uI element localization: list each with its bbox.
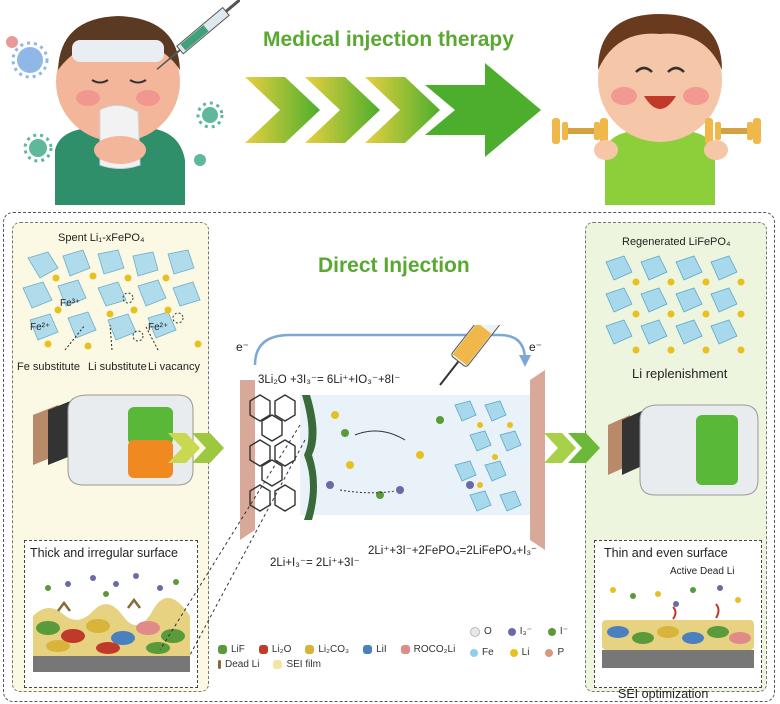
- li-substitute-label: Li substitute: [88, 361, 147, 373]
- direct-injection-frame: [3, 212, 775, 702]
- sei-legend: LiF Li₂O Li₂CO₃ LiI ROCO₂Li Dead Li SEI …: [218, 644, 468, 670]
- legend-item: Dead Li: [218, 659, 259, 670]
- spent-title: Spent Li₁-xFePO₄: [58, 232, 145, 244]
- legend-item: Li: [509, 647, 529, 658]
- sei-optimization-label: SEI optimization: [618, 687, 709, 701]
- legend-item: I⁻: [547, 626, 568, 637]
- li-replenishment-label: Li replenishment: [632, 366, 728, 381]
- thin-sei-illustration: [602, 585, 754, 668]
- fe-substitute-label: Fe substitute: [17, 361, 80, 373]
- regenerated-title: Regenerated LiFePO₄: [622, 236, 731, 248]
- syringe-icon: [439, 325, 515, 386]
- electron-right: e⁻: [529, 340, 543, 354]
- fe3-label: Fe³⁺: [60, 298, 81, 309]
- legend-item: Li₂O: [258, 644, 291, 655]
- equation-1: 3Li₂O +3I₃⁻= 6Li⁺+IO₃⁻+8I⁻: [258, 374, 401, 386]
- left-inset-title: Thick and irregular surface: [30, 546, 178, 560]
- happy-child-illustration: [552, 14, 761, 205]
- legend-item: LiF: [218, 644, 245, 655]
- legend-item: SEI film: [273, 659, 321, 670]
- atom-legend: O I₃⁻ I⁻ Fe Li P: [470, 626, 590, 658]
- legend-item: O: [470, 626, 492, 637]
- spent-lattice: [22, 249, 202, 350]
- legend-item: ROCO₂Li: [400, 644, 455, 655]
- dumbbell-icon: [552, 118, 608, 144]
- legend-item: Fe: [470, 647, 494, 658]
- equation-2: 2Li+I₃⁻= 2Li⁺+3I⁻: [270, 557, 360, 569]
- equation-3: 2Li⁺+3I⁻+2FePO₄=2LiFePO₄+I₃⁻: [368, 545, 538, 557]
- regenerated-lattice: [605, 255, 745, 354]
- regenerated-battery-icon: [608, 404, 759, 496]
- mid-title: Direct Injection: [318, 254, 470, 277]
- injection-cell-diagram: [240, 325, 545, 550]
- legend-item: P: [545, 647, 564, 658]
- fe2-label-a: Fe²⁺: [30, 322, 51, 333]
- sick-child-illustration: [6, 0, 240, 205]
- swatch: [218, 645, 227, 654]
- top-title: Medical injection therapy: [263, 28, 514, 51]
- thick-sei-illustration: [33, 573, 190, 672]
- legend-item: I₃⁻: [507, 626, 532, 637]
- li-vacancy-label: Li vacancy: [148, 361, 200, 373]
- legend-item: Li₂CO₃: [305, 644, 349, 655]
- electron-left: e⁻: [236, 340, 250, 354]
- active-dead-li-label: Active Dead Li: [670, 566, 735, 577]
- progress-arrows: [245, 63, 541, 157]
- right-inset-title: Thin and even surface: [604, 546, 728, 560]
- legend-item: LiI: [363, 644, 387, 655]
- syringe-icon: [156, 0, 240, 70]
- virus-icon: [11, 41, 49, 79]
- fe2-label-b: Fe²⁺: [148, 322, 169, 333]
- spent-battery-icon: [33, 394, 194, 486]
